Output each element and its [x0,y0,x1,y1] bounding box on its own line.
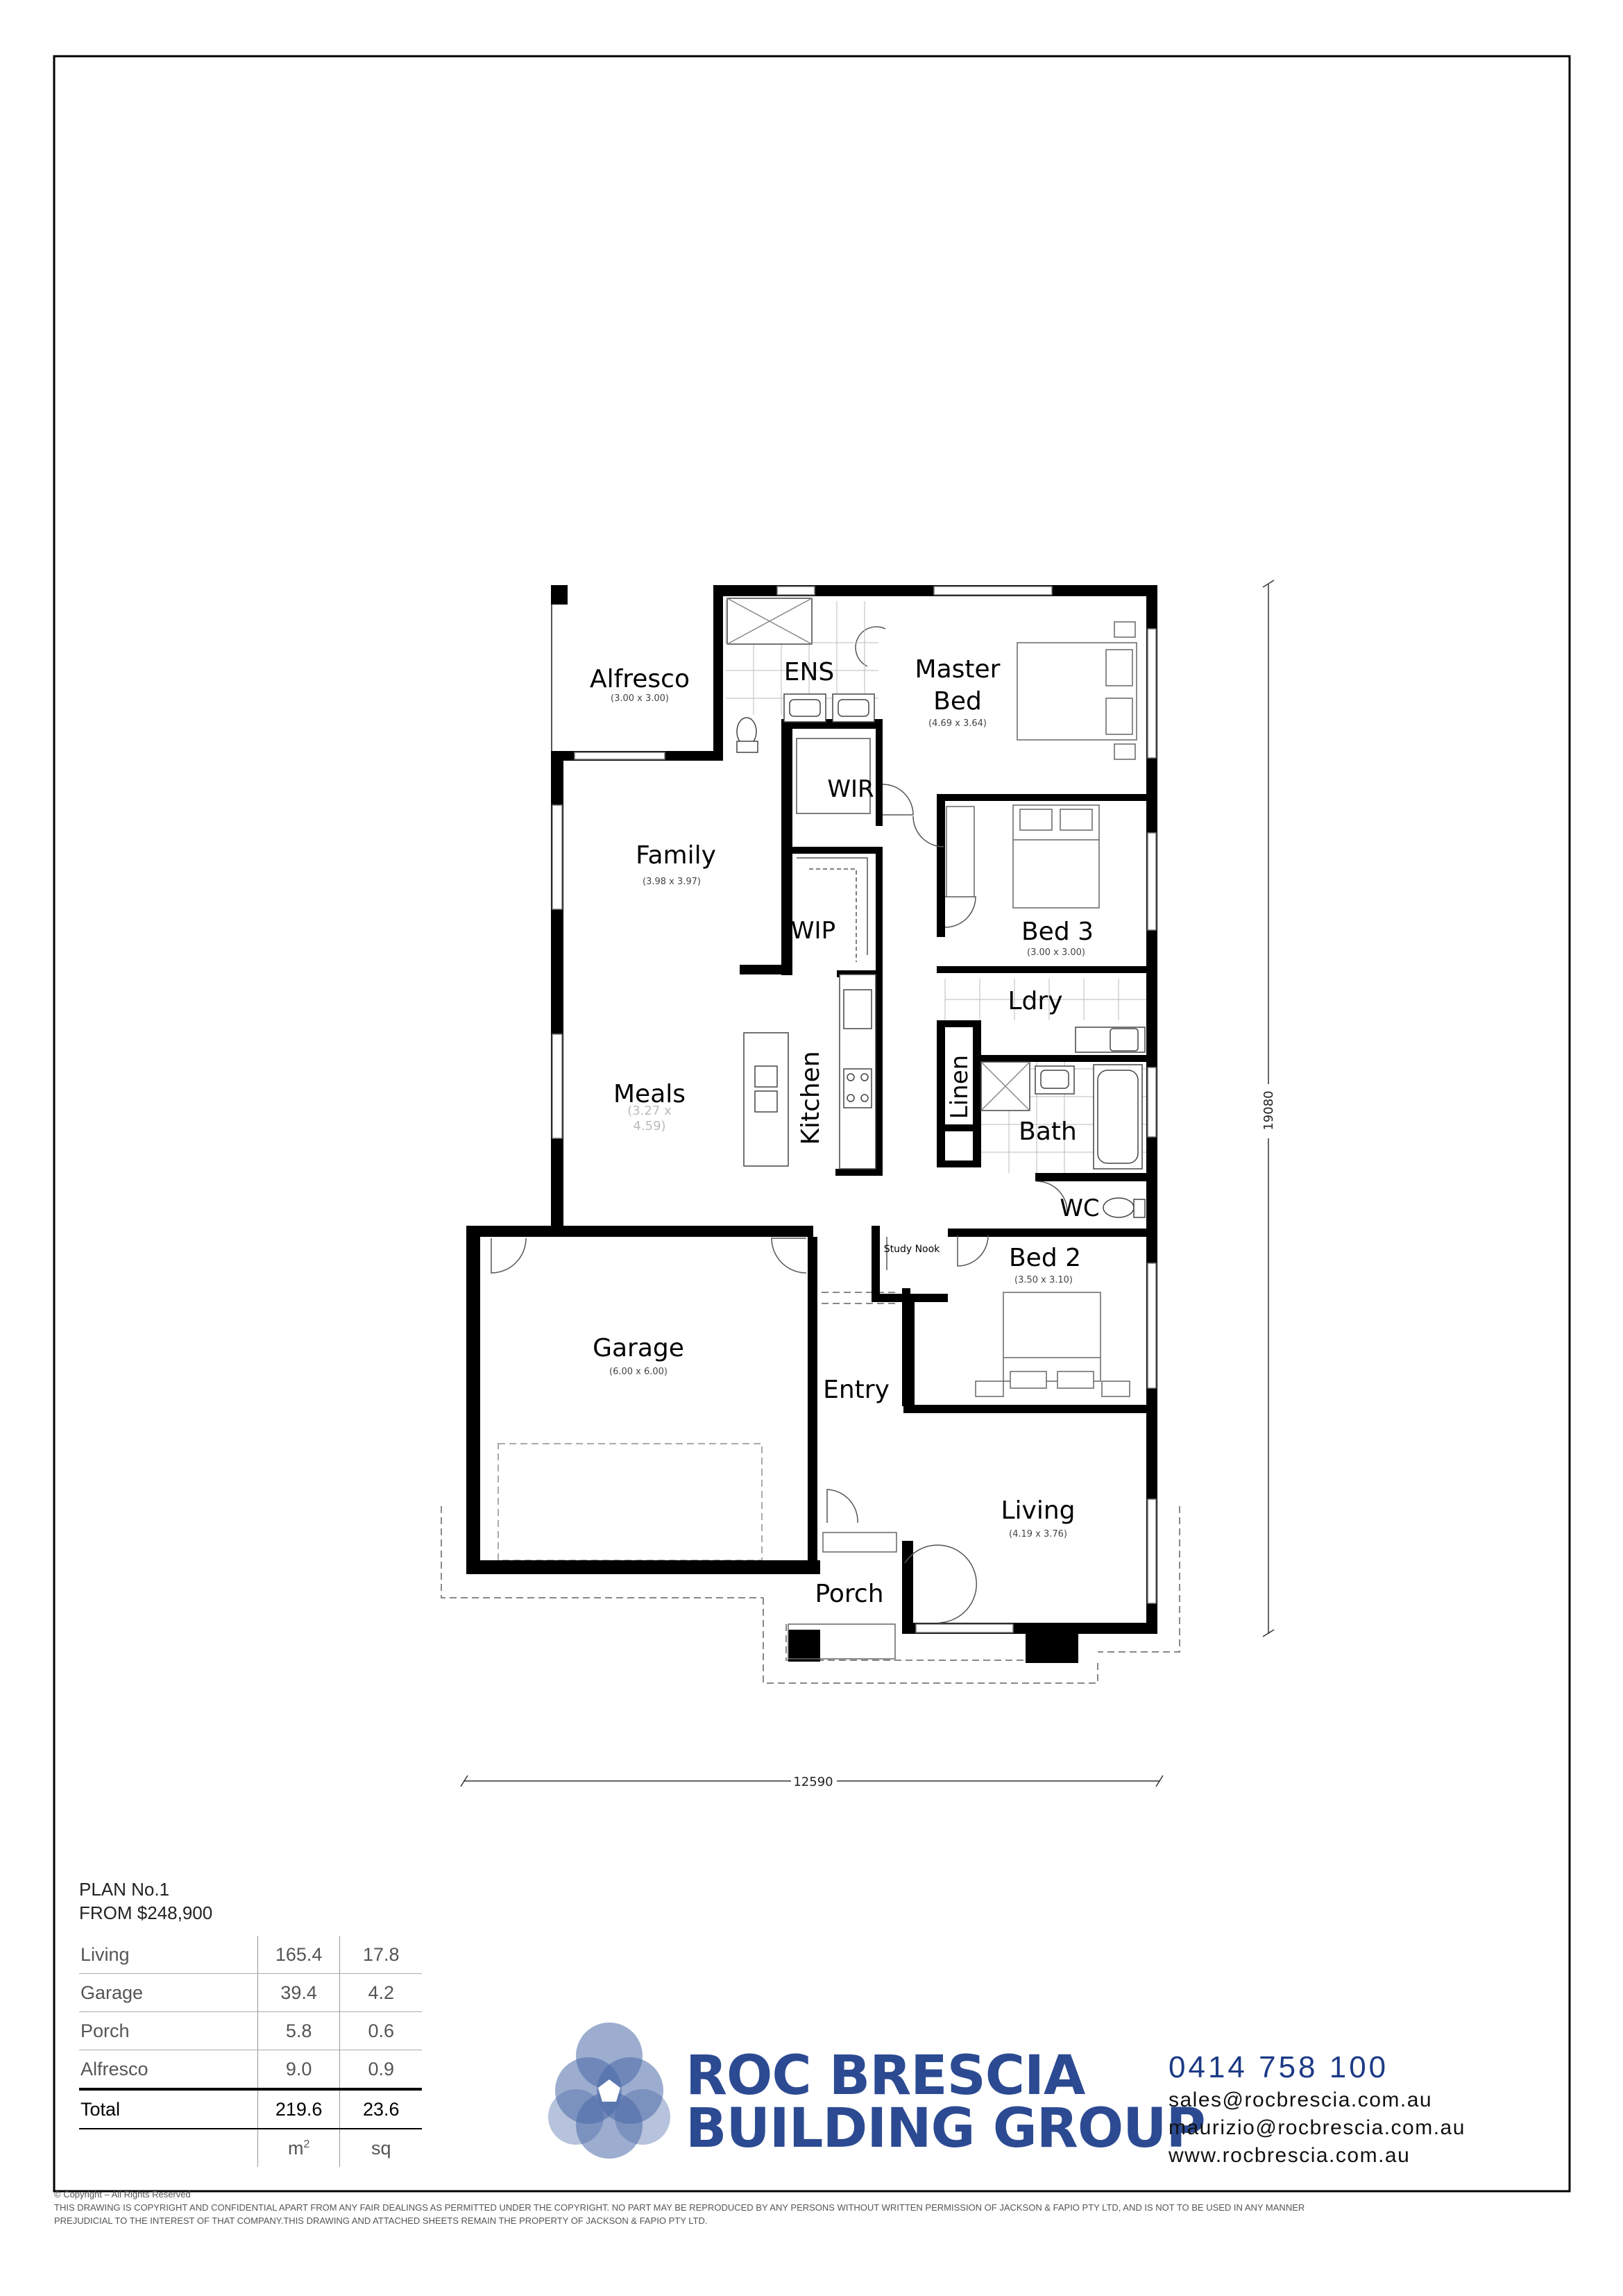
room-bed3-dims: (3.00 x 3.00) [1027,947,1085,958]
dimension-depth-label: 19080 [1261,1090,1276,1130]
room-garage-dims: (6.00 x 6.00) [609,1367,668,1377]
area-label: Living [80,1943,130,1965]
total-m2: 219.6 [257,2089,340,2129]
room-garage: Garage [593,1334,684,1362]
room-bed2: Bed 2 [1009,1244,1081,1272]
contact-email-sales[interactable]: sales@rocbrescia.com.au [1169,2088,1433,2111]
area-sq: 0.6 [339,2011,422,2050]
room-entry: Entry [823,1376,890,1404]
room-master-bed-dims: (4.69 x 3.64) [928,718,987,729]
room-bed2-dims: (3.50 x 3.10) [1014,1275,1073,1285]
contact-block: 0414 758 100 sales@rocbrescia.com.au mau… [1169,2049,1529,2170]
room-alfresco: Alfresco [590,665,690,693]
room-living: Living [1001,1496,1075,1525]
room-wip: WIP [791,917,835,945]
unit-sq: sq [339,2129,422,2167]
area-table: Living 165.4 17.8 Garage 39.4 4.2 Porch … [79,1936,422,2167]
contact-phone[interactable]: 0414 758 100 [1169,2050,1389,2084]
room-family-dims: (3.98 x 3.97) [643,877,701,887]
table-row: Garage 39.4 4.2 [79,1973,422,2012]
room-bath: Bath [1019,1117,1077,1146]
room-meals: Meals [613,1080,686,1108]
page-border [53,55,1571,2193]
room-wir: WIR [827,775,874,803]
area-m2: 5.8 [257,2011,340,2050]
room-meals-dims-line2: 4.59) [633,1119,665,1133]
brand-logo-icon [548,2023,670,2159]
unit-m2: m2 [257,2129,340,2167]
area-label: Porch [80,2020,130,2041]
table-row: Porch 5.8 0.6 [79,2011,422,2050]
brand-name-line1: ROC BRESCIA [686,2045,1085,2107]
legal-line-1: THIS DRAWING IS COPYRIGHT AND CONFIDENTI… [54,2202,1305,2213]
room-bed3: Bed 3 [1021,918,1094,946]
total-sq: 23.6 [339,2089,422,2129]
floor-plan [441,585,1180,1684]
area-label: Alfresco [80,2058,148,2079]
contact-email-maurizio[interactable]: maurizio@rocbrescia.com.au [1169,2116,1465,2139]
plan-number: PLAN No.1 [79,1879,170,1900]
dimension-depth [1262,580,1275,1637]
room-study-nook: Study Nook [884,1244,940,1255]
room-ens: ENS [784,658,835,686]
contact-website[interactable]: www.rocbrescia.com.au [1169,2144,1411,2167]
dimension-width-label: 12590 [793,1775,833,1789]
table-total-row: Total 219.6 23.6 [79,2089,422,2129]
table-row: Living 165.4 17.8 [79,1936,422,1974]
total-label: Total [80,2098,121,2120]
area-sq: 0.9 [339,2050,422,2089]
area-m2: 9.0 [257,2050,340,2089]
legal-notice: © Copyright – All Rights Reserved THIS D… [54,2188,1581,2227]
copyright-line: © Copyright – All Rights Reserved [54,2189,191,2200]
room-living-dims: (4.19 x 3.76) [1009,1529,1067,1539]
table-units-row: m2 sq [79,2129,422,2167]
area-sq: 4.2 [339,1973,422,2012]
plan-info: PLAN No.1 FROM $248,900 Living 165.4 17.… [79,1877,440,2167]
room-alfresco-dims: (3.00 x 3.00) [611,693,669,704]
legal-line-2: PREJUDICIAL TO THE INTEREST OF THAT COMP… [54,2215,708,2226]
room-wc: WC [1060,1195,1099,1222]
room-master-bed-line1: Master [915,655,1001,684]
dimension-width [460,1775,1164,1787]
area-label: Garage [80,1982,144,2003]
area-m2: 39.4 [257,1973,340,2012]
room-porch: Porch [815,1580,883,1608]
area-m2: 165.4 [257,1936,340,1974]
room-linen: Linen [946,1055,974,1119]
room-kitchen: Kitchen [797,1051,825,1145]
room-master-bed-line2: Bed [933,687,982,716]
brand-name-line2: BUILDING GROUP [686,2097,1206,2160]
room-ldry: Ldry [1008,987,1062,1015]
plan-price: FROM $248,900 [79,1902,213,1923]
table-row: Alfresco 9.0 0.9 [79,2050,422,2089]
garage-door [498,1443,763,1561]
area-sq: 17.8 [339,1936,422,1974]
room-family: Family [636,841,716,870]
room-meals-dims-line1: (3.27 x [627,1104,672,1118]
